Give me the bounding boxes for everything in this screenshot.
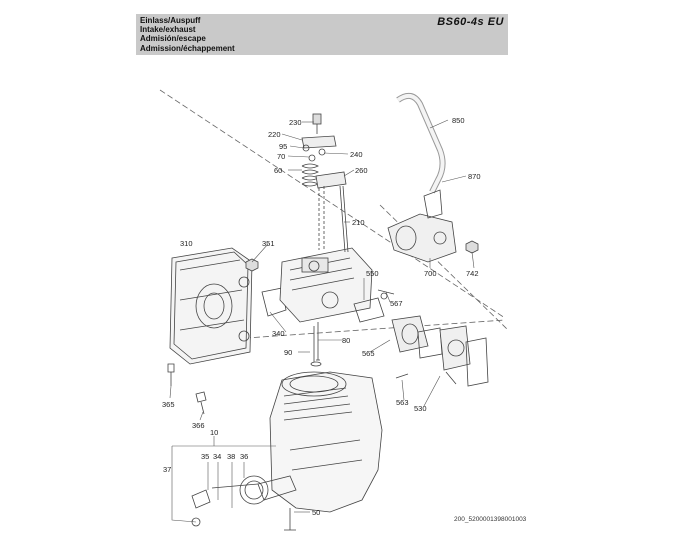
title-fr: Admission/échappement [140,43,235,53]
flange-700 [387,189,457,263]
bolt-351 [245,258,259,272]
diagram-artwork [159,89,509,531]
title-es: Admisión/escape [140,34,206,44]
bolt-50 [284,508,296,531]
part-label: 10 [210,428,218,437]
part-label: 260 [355,166,368,175]
valve-train [301,113,349,367]
part-label: 35 [201,452,209,461]
part-label: 310 [180,239,193,248]
part-label: 230 [289,118,302,127]
section-titles: Einlass/Auspuff Intake/exhaust Admisión/… [140,16,235,53]
part-label: 567 [390,299,403,308]
part-label: 210 [352,218,365,227]
leader-lines [169,119,475,523]
part-label: 530 [414,404,427,413]
part-label: 351 [262,239,275,248]
crankshaft [191,475,297,527]
part-label: 550 [366,269,379,278]
part-label: 60 [274,166,282,175]
cylinder-head [279,247,373,323]
gasket-340 [261,287,287,317]
part-label: 34 [213,452,221,461]
part-label: 220 [268,130,281,139]
part-label: 563 [396,398,409,407]
part-label: 95 [279,142,287,151]
part-label: 700 [424,269,437,278]
muffler [169,247,253,365]
part-label: 37 [163,465,171,474]
nut-742 [465,240,479,254]
part-label: 366 [192,421,205,430]
part-label: 365 [162,400,175,409]
part-label: 870 [468,172,481,181]
bolt-563 [395,373,409,379]
part-label: 850 [452,116,465,125]
part-label: 565 [362,349,375,358]
part-label: 90 [284,348,292,357]
part-label: 80 [342,336,350,345]
part-label: 742 [466,269,479,278]
part-label: 36 [240,452,248,461]
bolt-365 [167,363,175,386]
part-label: 50 [312,508,320,517]
part-label: 38 [227,452,235,461]
cylinder-block [269,371,383,513]
title-de: Einlass/Auspuff [140,16,201,25]
carburetor [417,325,489,387]
model-name: BS60-4s EU [437,16,504,28]
part-label: 240 [350,150,363,159]
part-labels: 230 220 95 70 240 60 260 210 310 351 550… [162,116,481,517]
title-en: Intake/exhaust [140,25,196,35]
title-bar: Einlass/Auspuff Intake/exhaust Admisión/… [136,14,508,55]
bolt-366 [195,391,207,415]
part-label: 340 [272,329,285,338]
document-id: 200_5200001398001003 [454,516,527,523]
part-label: 70 [277,152,285,161]
